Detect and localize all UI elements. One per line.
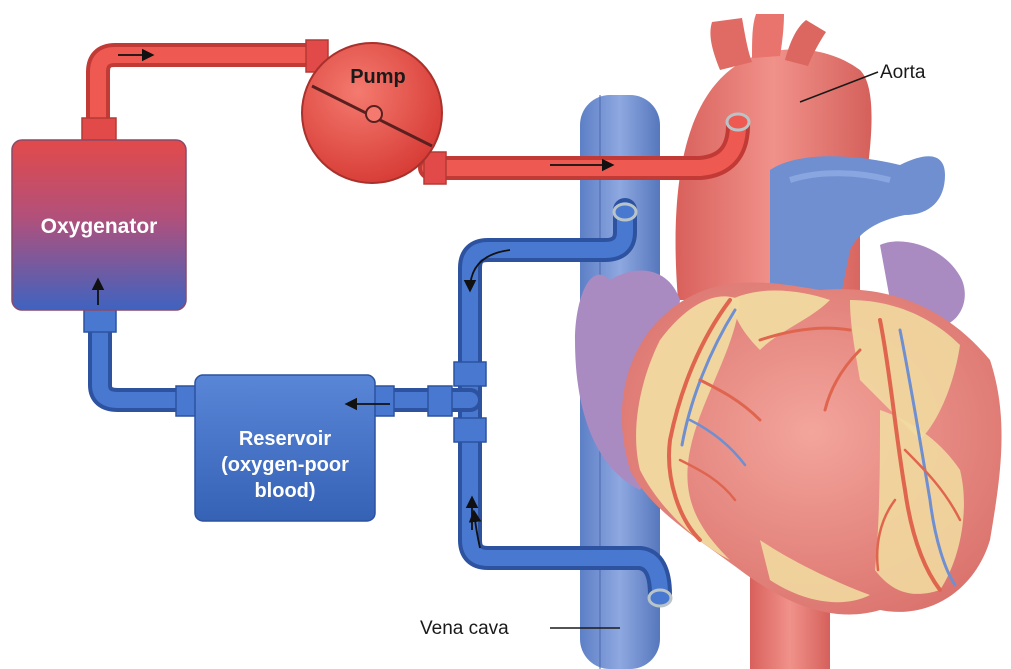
reservoir-label-line1: Reservoir — [239, 428, 331, 450]
oxygenator-top-connector — [82, 118, 116, 140]
t-junction-side-connector — [428, 386, 452, 416]
reservoir-label-line3: blood) — [254, 480, 315, 502]
oxygenator-label: Oxygenator — [41, 215, 158, 238]
t-junction-top-connector — [454, 362, 486, 386]
vena-cava-label: Vena cava — [420, 618, 509, 639]
t-junction-bottom-connector — [454, 418, 486, 442]
pump-label: Pump — [350, 66, 406, 88]
aorta-label: Aorta — [880, 62, 926, 83]
oxygenator-bottom-connector — [84, 308, 116, 332]
pump-hub — [366, 106, 382, 122]
reservoir-label-line2: (oxygen-poor — [221, 454, 349, 476]
aorta-cannula-tip — [727, 114, 749, 130]
upper-venous-cannula-tip — [614, 204, 636, 220]
pump: Pump — [302, 43, 442, 183]
lower-venous-cannula-tip — [649, 590, 671, 606]
oxygenator: Oxygenator — [12, 140, 186, 310]
reservoir: Reservoir (oxygen-poor blood) — [195, 375, 375, 521]
